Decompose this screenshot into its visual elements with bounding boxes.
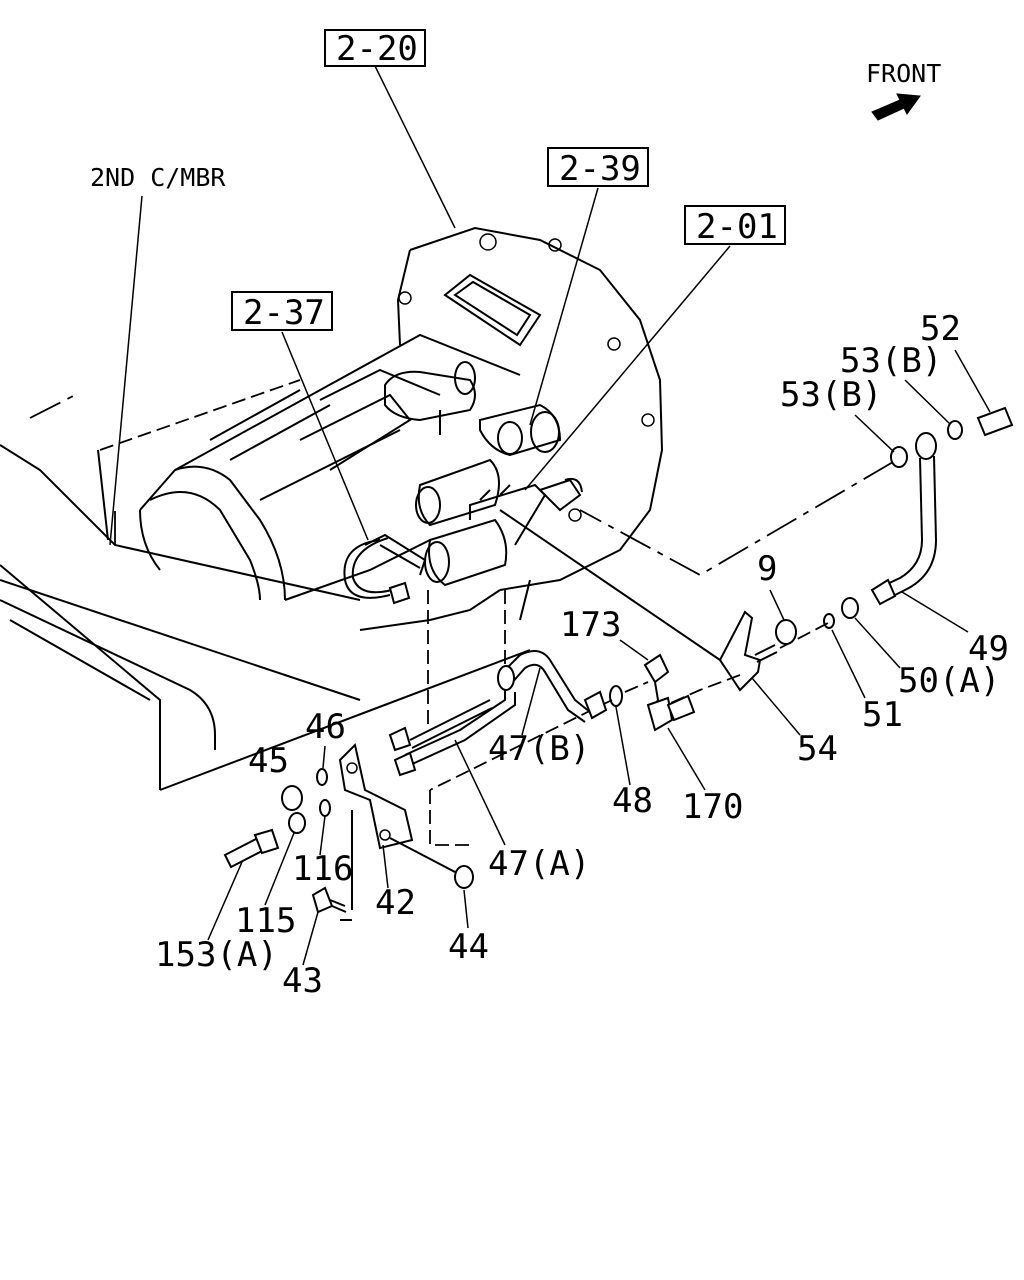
nut-45 <box>281 785 303 811</box>
eye-fitting <box>915 432 937 460</box>
part-label-47b[interactable]: 47(B) <box>488 729 590 769</box>
pipe-47b-end <box>497 665 515 691</box>
leader-2-39 <box>529 187 599 426</box>
part-label-53b-upper[interactable]: 53(B) <box>840 341 942 381</box>
nut-44 <box>454 865 474 889</box>
bolt-43 <box>311 886 334 914</box>
nut-50a <box>841 597 859 619</box>
ref-box-2-01[interactable]: 2-01 <box>684 205 786 247</box>
part-label-50a[interactable]: 50(A) <box>898 661 1000 701</box>
pipe-49-assembly <box>579 406 1014 629</box>
fitting-173 <box>643 653 670 684</box>
washer-51 <box>823 613 835 629</box>
washer-53b-left <box>890 446 908 468</box>
transmission-assembly <box>139 226 664 631</box>
frame-label: 2ND C/MBR <box>90 163 226 192</box>
bracket-42 <box>338 743 414 850</box>
washer-115 <box>288 812 306 834</box>
part-label-49[interactable]: 49 <box>968 629 1009 669</box>
part-label-115[interactable]: 115 <box>235 901 296 941</box>
part-label-9[interactable]: 9 <box>757 549 777 589</box>
part-label-44[interactable]: 44 <box>448 927 489 967</box>
part-label-51[interactable]: 51 <box>862 695 903 735</box>
washer-53b-right <box>947 420 963 440</box>
part-label-170[interactable]: 170 <box>682 787 743 827</box>
ref-2-39-label: 2-39 <box>559 149 641 189</box>
part-label-43[interactable]: 43 <box>282 961 323 1001</box>
leader-2-37 <box>281 331 369 541</box>
part-label-173[interactable]: 173 <box>560 605 621 645</box>
oring-48 <box>609 685 623 707</box>
ref-2-20-label: 2-20 <box>336 29 418 69</box>
bracket-54 <box>718 610 762 692</box>
part-label-53b-lower[interactable]: 53(B) <box>780 375 882 415</box>
part-label-54[interactable]: 54 <box>797 729 838 769</box>
front-indicator: FRONT <box>866 59 941 121</box>
washer-116 <box>319 799 331 817</box>
ref-2-37-label: 2-37 <box>243 293 325 333</box>
front-label: FRONT <box>866 59 941 88</box>
bracket-54-assembly <box>429 509 831 791</box>
part-label-47a[interactable]: 47(A) <box>488 844 590 884</box>
bracket-42-assembly <box>223 743 474 921</box>
leader-2-01 <box>524 245 731 491</box>
tee-170 <box>646 696 674 732</box>
pipes-47 <box>388 590 608 846</box>
part-label-48[interactable]: 48 <box>612 781 653 821</box>
ref-2-01-label: 2-01 <box>696 207 778 247</box>
part-label-116[interactable]: 116 <box>292 849 353 889</box>
part-label-45[interactable]: 45 <box>248 741 289 781</box>
part-label-52[interactable]: 52 <box>920 309 961 349</box>
part-label-46[interactable]: 46 <box>305 707 346 747</box>
front-arrow-icon <box>871 93 921 121</box>
frame-leader <box>109 195 143 546</box>
bolt-52 <box>976 406 1014 437</box>
part-labels: 52 53(B) 53(B) 9 173 49 50(A) 51 54 46 4… <box>155 309 1009 1001</box>
ref-box-2-20[interactable]: 2-20 <box>324 29 426 69</box>
nut-9 <box>775 619 797 645</box>
leader-2-20 <box>374 65 456 229</box>
ref-box-2-39[interactable]: 2-39 <box>547 147 649 189</box>
part-label-153a[interactable]: 153(A) <box>155 935 278 975</box>
part-label-42[interactable]: 42 <box>375 883 416 923</box>
chassis-frame <box>0 379 531 791</box>
washer-46 <box>316 768 328 786</box>
ref-box-2-37[interactable]: 2-37 <box>231 291 333 333</box>
